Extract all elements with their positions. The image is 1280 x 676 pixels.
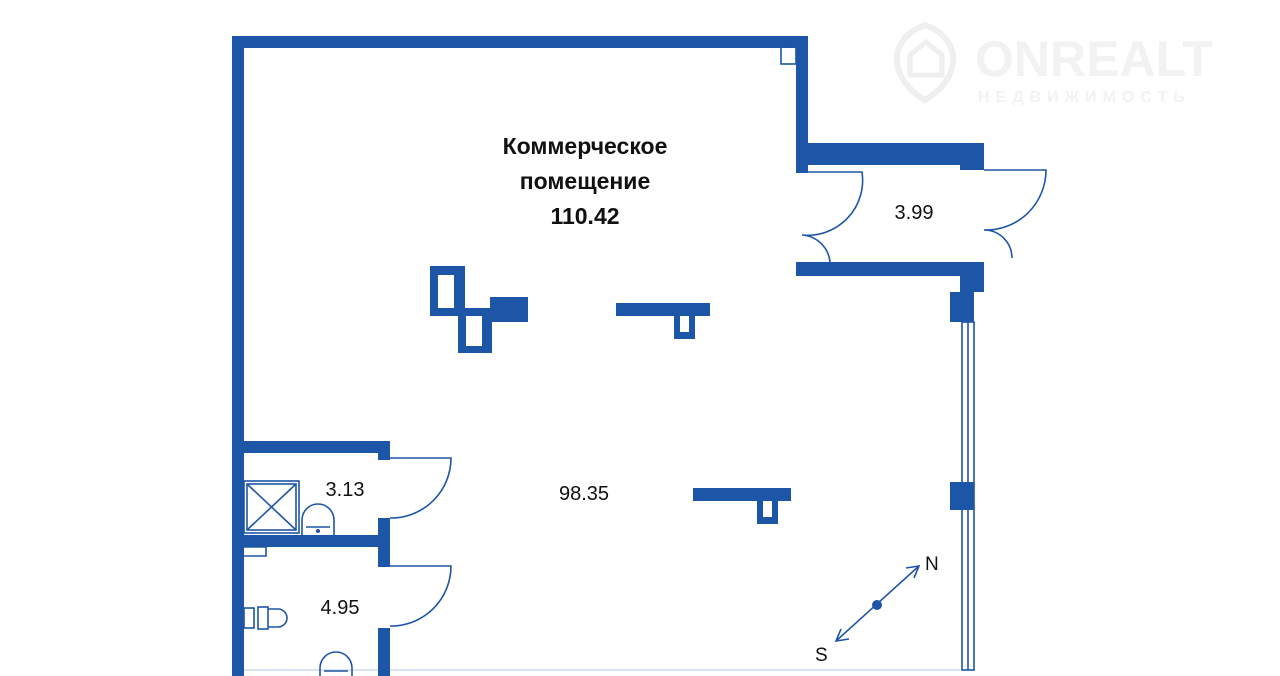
hall-area: 98.35 — [559, 483, 609, 505]
watermark-logo: ONREALT НЕДВИЖИМОСТЬ — [893, 21, 1213, 106]
toilet-icon — [243, 606, 288, 630]
walls — [232, 36, 984, 676]
shower-room-area: 3.13 — [326, 479, 365, 501]
logo-brand: ONREALT — [975, 31, 1213, 87]
wc-area: 4.95 — [321, 597, 360, 619]
compass-south: S — [815, 645, 828, 666]
total-area: 110.42 — [550, 203, 619, 229]
vestibule-area: 3.99 — [895, 202, 934, 224]
sink-icon — [301, 503, 335, 535]
logo-tagline: НЕДВИЖИМОСТЬ — [978, 89, 1191, 106]
doors — [389, 169, 1047, 627]
compass-icon: N S — [815, 554, 939, 666]
shower-tray-icon — [243, 480, 300, 534]
room-title-line1: Коммерческое — [503, 133, 668, 159]
compass-north: N — [925, 554, 939, 575]
washbasin-icon — [244, 546, 267, 557]
room-title-line2: помещение — [520, 168, 650, 194]
columns — [430, 266, 791, 524]
logo-house-icon — [907, 38, 945, 78]
logo-pin-icon — [893, 21, 957, 104]
sink-icon-2 — [319, 651, 353, 676]
